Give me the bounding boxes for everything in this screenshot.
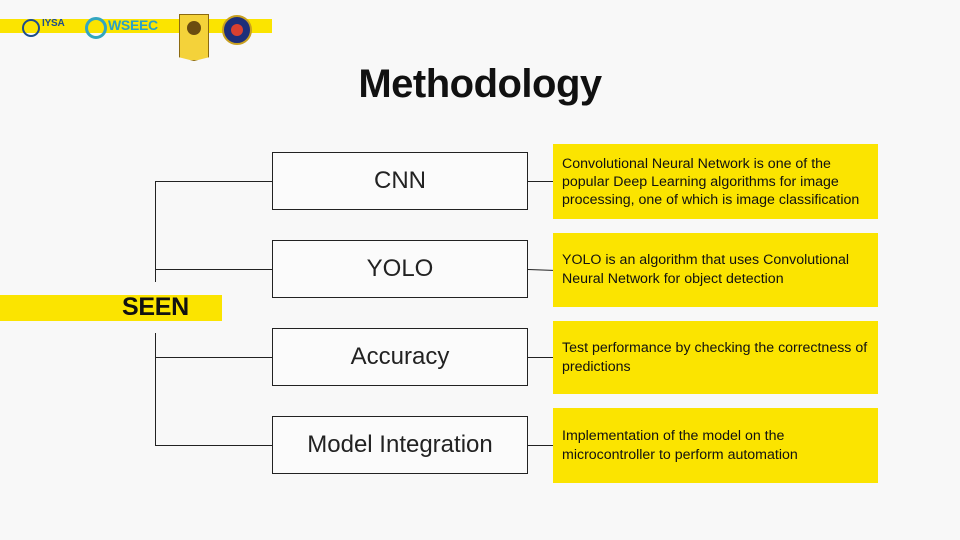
desc-connector-cnn	[528, 181, 553, 182]
iysa-logo: IYSA	[22, 17, 74, 39]
wseec-logo-subtext	[109, 33, 163, 38]
method-node-cnn: CNN	[272, 152, 528, 210]
method-node-yolo: YOLO	[272, 240, 528, 298]
description-model-integration: Implementation of the model on the micro…	[553, 408, 878, 483]
wseec-globe-icon	[85, 17, 107, 39]
university-badge-logo	[179, 14, 209, 61]
branch-connector-yolo	[155, 269, 272, 270]
root-highlight-band	[0, 295, 222, 321]
method-node-model-integration: Model Integration	[272, 416, 528, 474]
description-yolo: YOLO is an algorithm that uses Convoluti…	[553, 233, 878, 307]
description-accuracy: Test performance by checking the correct…	[553, 321, 878, 394]
desc-connector-accuracy	[528, 357, 553, 358]
institution-seal-logo	[222, 15, 252, 45]
tree-trunk-upper	[155, 181, 156, 282]
branch-connector-model-integration	[155, 445, 272, 446]
badge-emblem-icon	[187, 21, 201, 35]
tree-trunk-lower	[155, 333, 156, 445]
desc-connector-yolo	[527, 269, 554, 271]
slide-title: Methodology	[358, 62, 602, 106]
seal-emblem-icon	[231, 24, 243, 36]
wseec-logo: WSEEC	[85, 16, 165, 42]
iysa-logo-text: IYSA	[42, 18, 65, 29]
wseec-logo-text: WSEEC	[108, 17, 158, 33]
iysa-logo-subtext	[42, 30, 72, 36]
branch-connector-cnn	[155, 181, 272, 182]
desc-connector-model-integration	[528, 445, 553, 446]
description-cnn: Convolutional Neural Network is one of t…	[553, 144, 878, 219]
method-node-accuracy: Accuracy	[272, 328, 528, 386]
branch-connector-accuracy	[155, 357, 272, 358]
iysa-emblem-icon	[22, 19, 40, 37]
root-label: SEEN	[122, 293, 189, 321]
